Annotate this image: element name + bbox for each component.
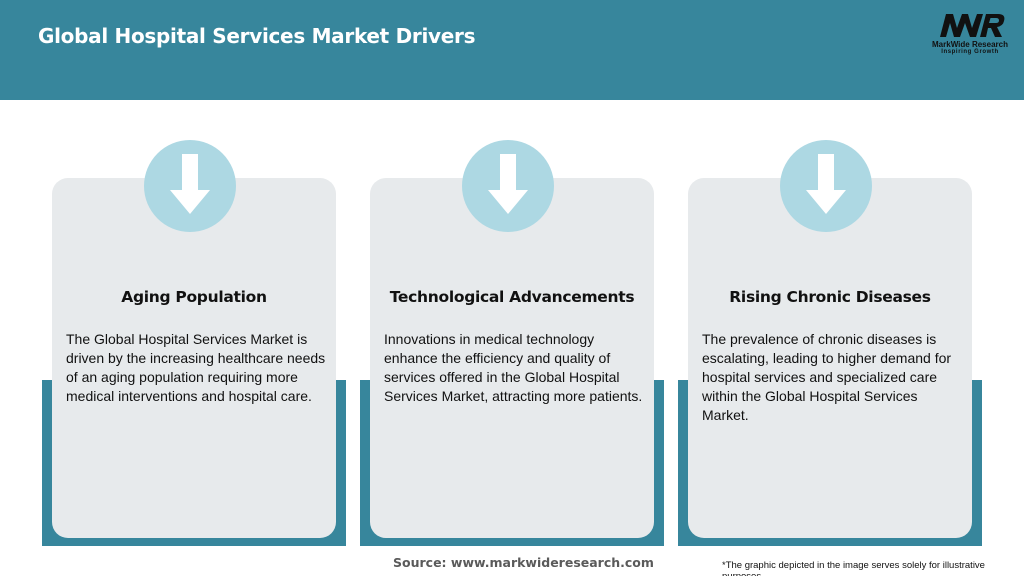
card-description: The prevalence of chronic diseases is es… <box>702 331 952 423</box>
driver-card-aging-population: Aging Population The Global Hospital Ser… <box>40 140 346 548</box>
card-panel: Rising Chronic Diseases The prevalence o… <box>688 178 972 538</box>
card-title: Rising Chronic Diseases <box>729 288 931 306</box>
header-banner: Global Hospital Services Market Drivers … <box>0 0 1024 100</box>
markwide-logo: MarkWide Research Inspiring Growth <box>922 10 1018 60</box>
driver-card-technological-advancements: Technological Advancements Innovations i… <box>358 140 664 548</box>
driver-card-rising-chronic-diseases: Rising Chronic Diseases The prevalence o… <box>676 140 982 548</box>
logo-tagline: Inspiring Growth <box>941 49 999 55</box>
page-title: Global Hospital Services Market Drivers <box>38 24 476 48</box>
card-panel: Technological Advancements Innovations i… <box>370 178 654 538</box>
card-panel: Aging Population The Global Hospital Ser… <box>52 178 336 538</box>
source-link[interactable]: Source: www.markwideresearch.com <box>393 555 654 570</box>
card-description: The Global Hospital Services Market is d… <box>66 331 326 404</box>
arrow-down-icon <box>780 140 872 232</box>
card-description: Innovations in medical technology enhanc… <box>384 331 643 404</box>
card-title: Technological Advancements <box>389 288 635 306</box>
logo-name: MarkWide Research <box>932 40 1008 49</box>
card-title: Aging Population <box>121 288 267 306</box>
arrow-down-icon <box>462 140 554 232</box>
arrow-down-icon <box>144 140 236 232</box>
disclaimer-note: *The graphic depicted in the image serve… <box>722 560 985 576</box>
mwr-logo-icon <box>940 14 1005 37</box>
